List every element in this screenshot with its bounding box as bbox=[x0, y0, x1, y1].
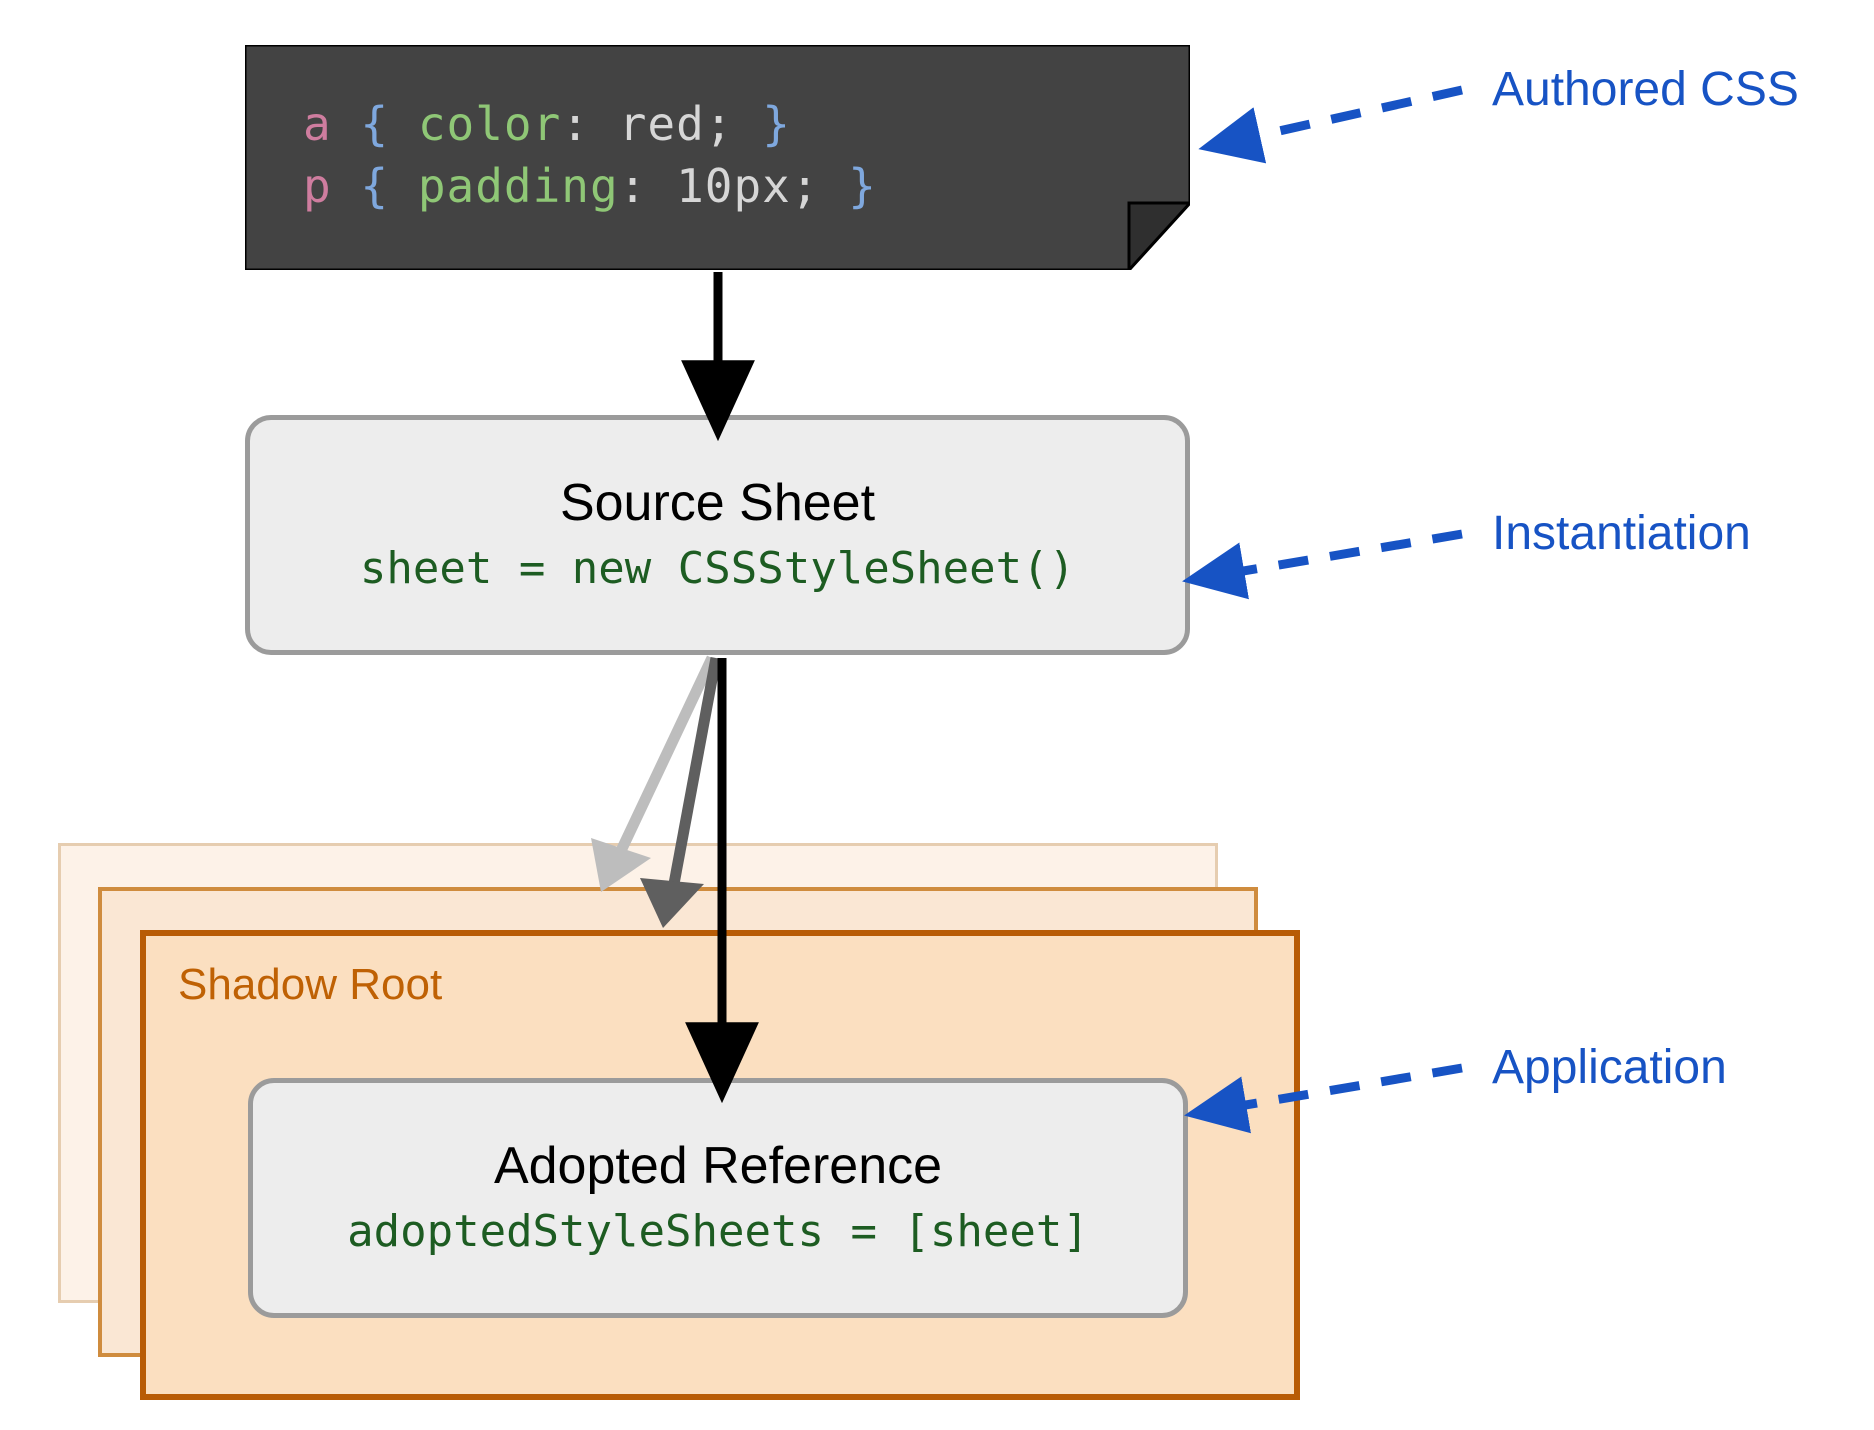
css-close-brace-token: } bbox=[762, 97, 791, 151]
annotation-label-application: Application bbox=[1492, 1041, 1727, 1094]
adopted-reference-node: Adopted Reference adoptedStyleSheets = [… bbox=[248, 1078, 1188, 1318]
css-colon-token: : bbox=[618, 159, 648, 213]
css-colon-token: : bbox=[561, 97, 590, 151]
authored-css-note: a { color: red; } p { padding: 10px; } bbox=[245, 45, 1190, 270]
annotation-label-authored-css: Authored CSS bbox=[1492, 63, 1799, 116]
css-close-brace-token: } bbox=[848, 159, 877, 213]
code-note-text: a { color: red; } p { padding: 10px; } bbox=[303, 93, 877, 217]
code-note-shape bbox=[245, 45, 1190, 270]
css-value-token: red; bbox=[618, 97, 734, 151]
css-value-token: 10px; bbox=[676, 159, 820, 213]
adopted-reference-code: adoptedStyleSheets = [sheet] bbox=[347, 1205, 1089, 1257]
source-sheet-node: Source Sheet sheet = new CSSStyleSheet() bbox=[245, 415, 1190, 655]
css-selector-token: a bbox=[303, 97, 332, 151]
source-sheet-title: Source Sheet bbox=[559, 474, 876, 533]
callout-authored-css bbox=[1198, 85, 1463, 164]
shadow-root-label: Shadow Root bbox=[178, 960, 443, 1009]
adopted-reference-title: Adopted Reference bbox=[493, 1137, 943, 1196]
css-property-token: color bbox=[417, 97, 562, 151]
source-sheet-code: sheet = new CSSStyleSheet() bbox=[359, 542, 1076, 594]
css-selector-token: p bbox=[303, 159, 332, 213]
callout-instantiation bbox=[1182, 529, 1463, 600]
css-property-token: padding bbox=[417, 159, 619, 213]
css-open-brace-token: { bbox=[360, 159, 390, 213]
css-open-brace-token: { bbox=[360, 97, 390, 151]
annotation-label-instantiation: Instantiation bbox=[1492, 507, 1751, 560]
